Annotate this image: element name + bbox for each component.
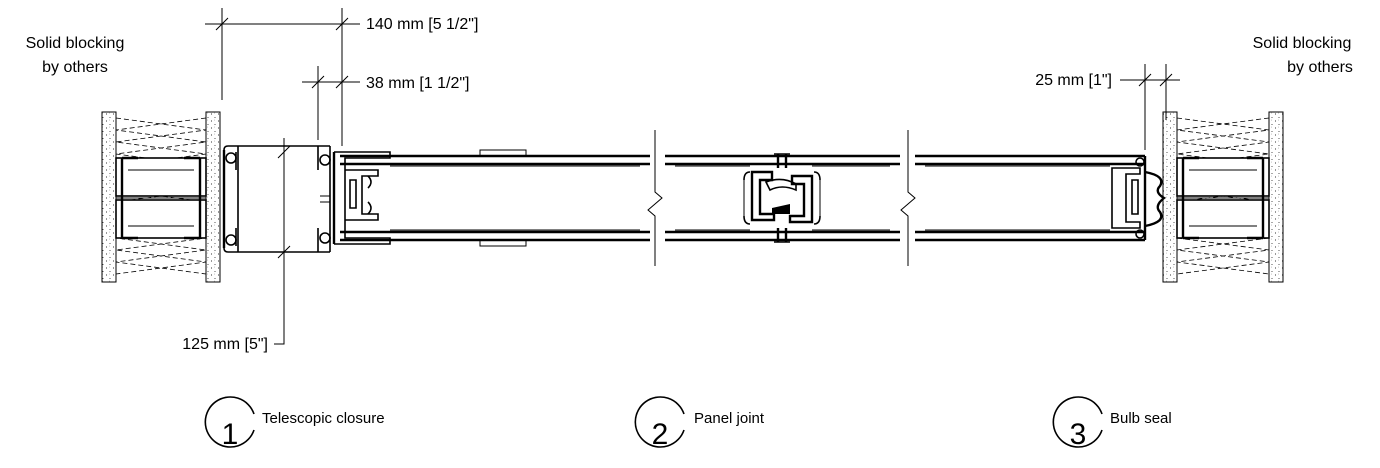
dim-140-text: 140 mm [5 1/2"]	[366, 16, 478, 33]
telescopic-closure-frame	[222, 145, 331, 253]
left-gypsum-board-inner	[205, 111, 221, 283]
callout-caption-2: Panel joint	[694, 410, 765, 427]
dimension-25mm: 25 mm [1"]	[1035, 64, 1180, 150]
callout-1: 1 Telescopic closure	[204, 396, 385, 451]
callout-3: 3 Bulb seal	[1052, 396, 1172, 451]
svg-text:2: 2	[652, 418, 669, 451]
dimension-140mm: 140 mm [5 1/2"]	[205, 8, 478, 146]
svg-text:Solid blocking: Solid blocking	[1253, 35, 1352, 52]
break-line-left	[647, 130, 663, 266]
left-insulation	[115, 117, 207, 275]
left-wall-section	[101, 111, 221, 283]
left-blocking-label: Solid blocking by others	[26, 35, 125, 76]
right-solid-blocking	[1176, 156, 1270, 240]
dim-25-text: 25 mm [1"]	[1035, 72, 1112, 89]
callout-bubble-2	[634, 396, 685, 448]
break-line-right	[900, 130, 916, 266]
svg-text:Solid blocking: Solid blocking	[26, 35, 125, 52]
callout-caption-3: Bulb seal	[1110, 410, 1172, 427]
right-panel-end-profile	[1111, 156, 1167, 240]
callout-2: 2 Panel joint	[634, 396, 765, 451]
left-gypsum-board	[101, 111, 117, 283]
right-wall-section	[1162, 111, 1284, 283]
callout-bubble-1	[204, 396, 255, 448]
svg-text:by others: by others	[42, 59, 108, 76]
panel-faces	[340, 154, 1145, 242]
svg-text:1: 1	[222, 418, 239, 451]
dimension-125mm: 125 mm [5"]	[182, 138, 291, 353]
left-solid-blocking	[115, 156, 207, 240]
callout-caption-1: Telescopic closure	[262, 410, 385, 427]
callout-bubble-3	[1052, 396, 1103, 448]
dim-125-text: 125 mm [5"]	[182, 336, 268, 353]
dimension-38mm: 38 mm [1 1/2"]	[302, 66, 470, 140]
bulb-seal	[1144, 170, 1167, 228]
panel-joint-profile	[743, 153, 821, 243]
svg-text:by others: by others	[1287, 59, 1353, 76]
dim-38-text: 38 mm [1 1/2"]	[366, 75, 470, 92]
right-gypsum-board-inner	[1162, 111, 1178, 283]
right-blocking-label: Solid blocking by others	[1253, 35, 1353, 76]
right-gypsum-board	[1268, 111, 1284, 283]
svg-text:3: 3	[1070, 418, 1087, 451]
